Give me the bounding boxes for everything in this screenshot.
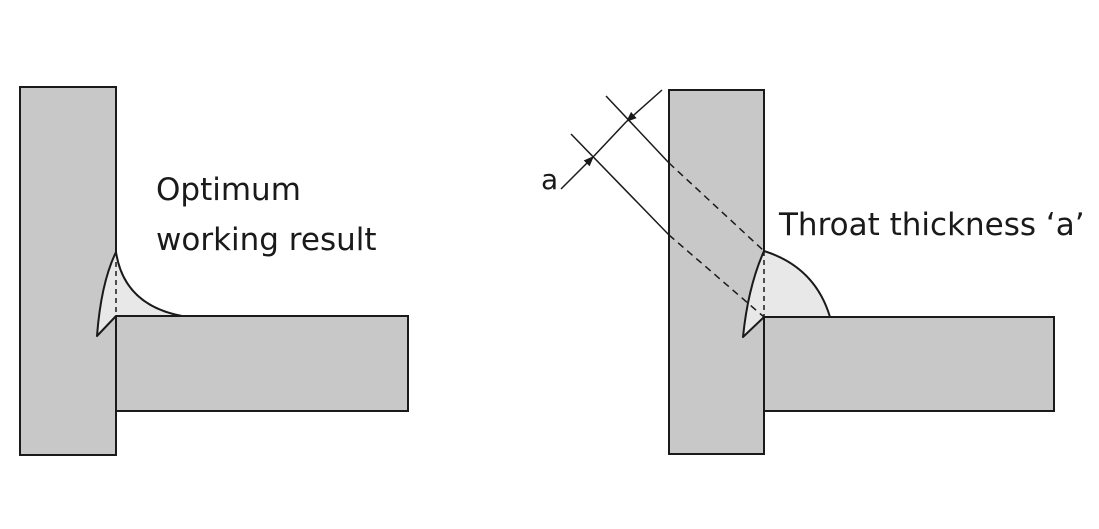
extension-line-upper-dashed bbox=[668, 162, 765, 252]
dimension-arrow-upper bbox=[625, 89, 663, 123]
dimension-line-middle bbox=[593, 121, 627, 157]
throat-dimension-label: a bbox=[541, 163, 559, 196]
left-horizontal-plate bbox=[115, 315, 409, 412]
left-joint bbox=[19, 86, 409, 456]
left-vertical-plate bbox=[19, 86, 117, 456]
right-joint bbox=[668, 89, 1055, 455]
left-caption-line-2: working result bbox=[156, 222, 377, 258]
throat-dimension bbox=[560, 89, 765, 318]
right-vertical-plate bbox=[668, 89, 765, 455]
right-horizontal-plate bbox=[763, 316, 1055, 412]
extension-line-lower-solid bbox=[570, 133, 670, 236]
extension-line-upper-solid bbox=[605, 95, 670, 164]
left-caption-line-1: Optimum bbox=[156, 172, 301, 208]
left-weld-bead bbox=[96, 251, 183, 337]
right-caption: Throat thickness ‘a’ bbox=[779, 207, 1085, 243]
dimension-arrow-lower bbox=[560, 155, 595, 190]
extension-line-lower-dashed bbox=[668, 234, 765, 318]
